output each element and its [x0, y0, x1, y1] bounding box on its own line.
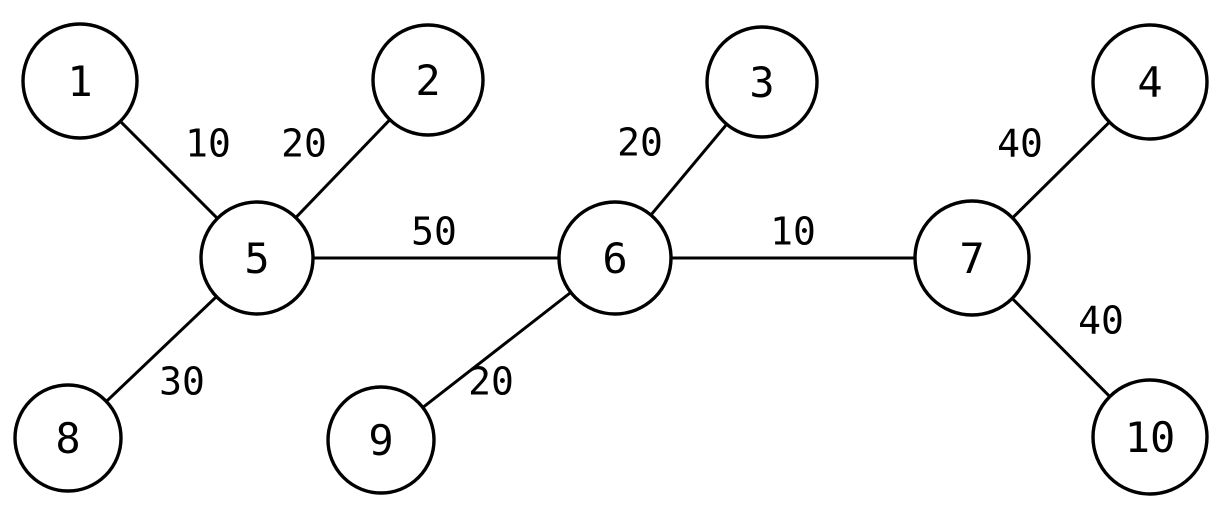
graph-node-label-2: 2 — [415, 56, 440, 105]
graph-node-label-9: 9 — [368, 416, 393, 465]
graph-node-5 — [199, 200, 315, 316]
graph-node-label-4: 4 — [1137, 58, 1162, 107]
graph-node-8 — [13, 383, 123, 493]
graph-edge-weight-label-1-5: 10 — [185, 122, 231, 166]
graph-node-label-1: 1 — [67, 57, 92, 106]
graph-edge-weight-label-7-10: 40 — [1078, 299, 1124, 343]
graph-node-label-7: 7 — [959, 234, 984, 283]
graph-edge-weight-label-3-6: 20 — [617, 121, 663, 165]
graph-node-4 — [1091, 23, 1209, 141]
graph-node-3 — [705, 25, 819, 139]
graph-node-7 — [913, 199, 1031, 317]
graph-edge-weight-label-2-5: 20 — [281, 122, 327, 166]
graph-node-label-3: 3 — [749, 58, 774, 107]
graph-edge-weight-label-5-8: 30 — [159, 360, 205, 404]
graph-node-label-8: 8 — [55, 414, 80, 463]
graph-edge-weight-label-6-7: 10 — [770, 210, 816, 254]
graph-node-1 — [21, 22, 139, 140]
graph-node-label-10: 10 — [1125, 413, 1176, 462]
graph-node-10 — [1091, 378, 1209, 496]
nodes-layer: 1 2 3 4 5 6 7 8 9 10 — [13, 22, 1209, 496]
edge-labels-layer: 10 20 50 20 10 40 30 20 40 — [159, 121, 1124, 404]
graph-node-2 — [371, 23, 485, 137]
graph-edge-weight-label-6-9: 20 — [468, 360, 514, 404]
graph-node-label-5: 5 — [244, 234, 269, 283]
graph-edge-weight-label-5-6: 50 — [411, 210, 457, 254]
graph-node-label-6: 6 — [602, 234, 627, 283]
graph-edge-weight-label-4-7: 40 — [997, 122, 1043, 166]
graph-node-6 — [557, 200, 673, 316]
graph-node-9 — [326, 385, 436, 495]
